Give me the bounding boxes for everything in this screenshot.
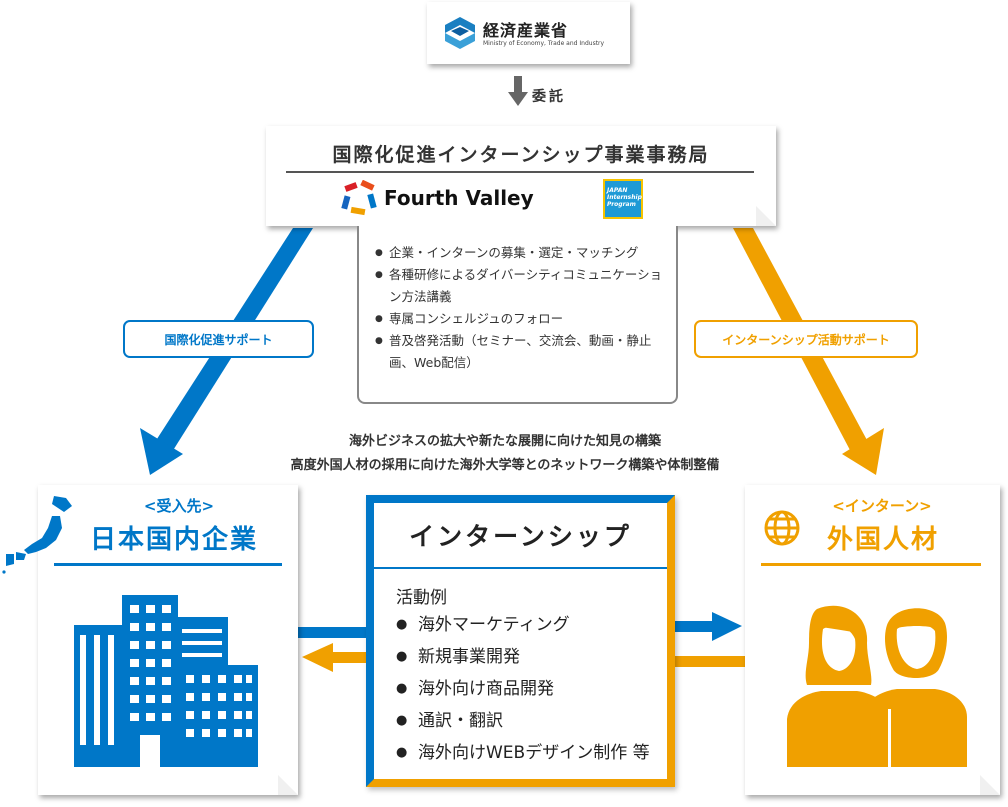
service-item: 企業・インターンの募集・選定・マッチング <box>375 242 666 264</box>
examples-list: 海外マーケティング 新規事業開発 海外向け商品開発 通訳・翻訳 海外向けWEBデ… <box>396 609 650 769</box>
service-item: 普及啓発活動（セミナー、交流会、動画・静止画、Web配信） <box>375 330 666 374</box>
left-blue-connector <box>290 627 366 638</box>
services-list: 企業・インターンの募集・選定・マッチング 各種研修によるダイバーシティコミュニケ… <box>359 226 676 374</box>
office-box: 国際化促進インターンシップ事業事務局 Fourth Valley JAPAN I… <box>266 126 776 226</box>
meti-subtitle: Ministry of Economy, Trade and Industry <box>483 40 605 47</box>
delegation-arrow-head <box>508 92 528 106</box>
delegation-arrow-shaft <box>514 76 522 94</box>
services-box: 企業・インターンの募集・選定・マッチング 各種研修によるダイバーシティコミュニケ… <box>357 226 678 404</box>
globe-icon <box>764 510 800 546</box>
right-blue-connector <box>673 621 715 632</box>
talent-title: 外国人材 <box>827 525 940 555</box>
right-support-pill: インターンシップ活動サポート <box>694 320 918 358</box>
internship-title: インターンシップ <box>409 522 632 551</box>
office-divider <box>286 171 754 173</box>
blue-diagonal-arrow-head <box>140 428 183 475</box>
people-icon <box>787 605 967 767</box>
service-item: 各種研修によるダイバーシティコミュニケーション方法講義 <box>375 264 666 308</box>
right-orange-connector <box>673 656 745 667</box>
left-orange-connector <box>330 652 366 663</box>
examples-label: 活動例 <box>396 588 447 608</box>
left-orange-arrow-head <box>302 643 333 672</box>
badge-line-1: JAPAN <box>607 187 628 194</box>
badge-line-2: Internship <box>607 194 642 201</box>
badge-line-3: Program <box>607 201 636 208</box>
example-item: 海外向けWEBデザイン制作 等 <box>396 737 650 769</box>
example-item: 通訳・翻訳 <box>396 705 650 737</box>
host-panel: <受入先> 日本国内企業 <box>38 485 298 795</box>
talent-panel: <インターン> 外国人材 <box>745 485 1000 795</box>
goals-text: 海外ビジネスの拡大や新たな展開に向けた知見の構築 高度外国人材の採用に向けた海外… <box>190 430 820 478</box>
goal-line: 海外ビジネスの拡大や新たな展開に向けた知見の構築 <box>348 434 661 449</box>
host-fold <box>278 775 298 795</box>
right-blue-arrow-head <box>712 612 742 641</box>
goal-line: 高度外国人材の採用に向けた海外大学等とのネットワーク構築や体制整備 <box>290 458 720 473</box>
internship-box: インターンシップ 活動例 海外マーケティング 新規事業開発 海外向け商品開発 通… <box>366 495 675 787</box>
internship-divider <box>374 567 667 569</box>
example-item: 海外向け商品開発 <box>396 673 650 705</box>
talent-tag: <インターン> <box>832 497 932 515</box>
delegation-label: 委託 <box>532 89 566 105</box>
example-item: 海外マーケティング <box>396 609 650 641</box>
office-title: 国際化促進インターンシップ事業事務局 <box>332 144 710 166</box>
host-underline <box>54 563 282 566</box>
talent-underline <box>761 563 981 566</box>
left-support-pill: 国際化促進サポート <box>123 320 314 358</box>
meti-logo-icon <box>445 17 475 49</box>
meti-box: 経済産業省 Ministry of Economy, Trade and Ind… <box>427 2 630 64</box>
buildings-icon <box>74 595 258 767</box>
fourth-valley-logo-icon <box>341 180 377 216</box>
office-fold <box>756 206 776 226</box>
meti-name: 経済産業省 <box>483 21 569 40</box>
orange-diagonal-arrow-head <box>842 428 884 475</box>
fourth-valley-name: Fourth Valley <box>384 186 534 210</box>
talent-fold <box>980 775 1000 795</box>
japan-internship-badge: JAPAN Internship Program <box>603 179 643 219</box>
host-tag: <受入先> <box>143 497 215 515</box>
service-item: 専属コンシェルジュのフォロー <box>375 308 666 330</box>
example-item: 新規事業開発 <box>396 641 650 673</box>
japan-map-icon <box>2 496 72 574</box>
host-title: 日本国内企業 <box>90 525 259 555</box>
